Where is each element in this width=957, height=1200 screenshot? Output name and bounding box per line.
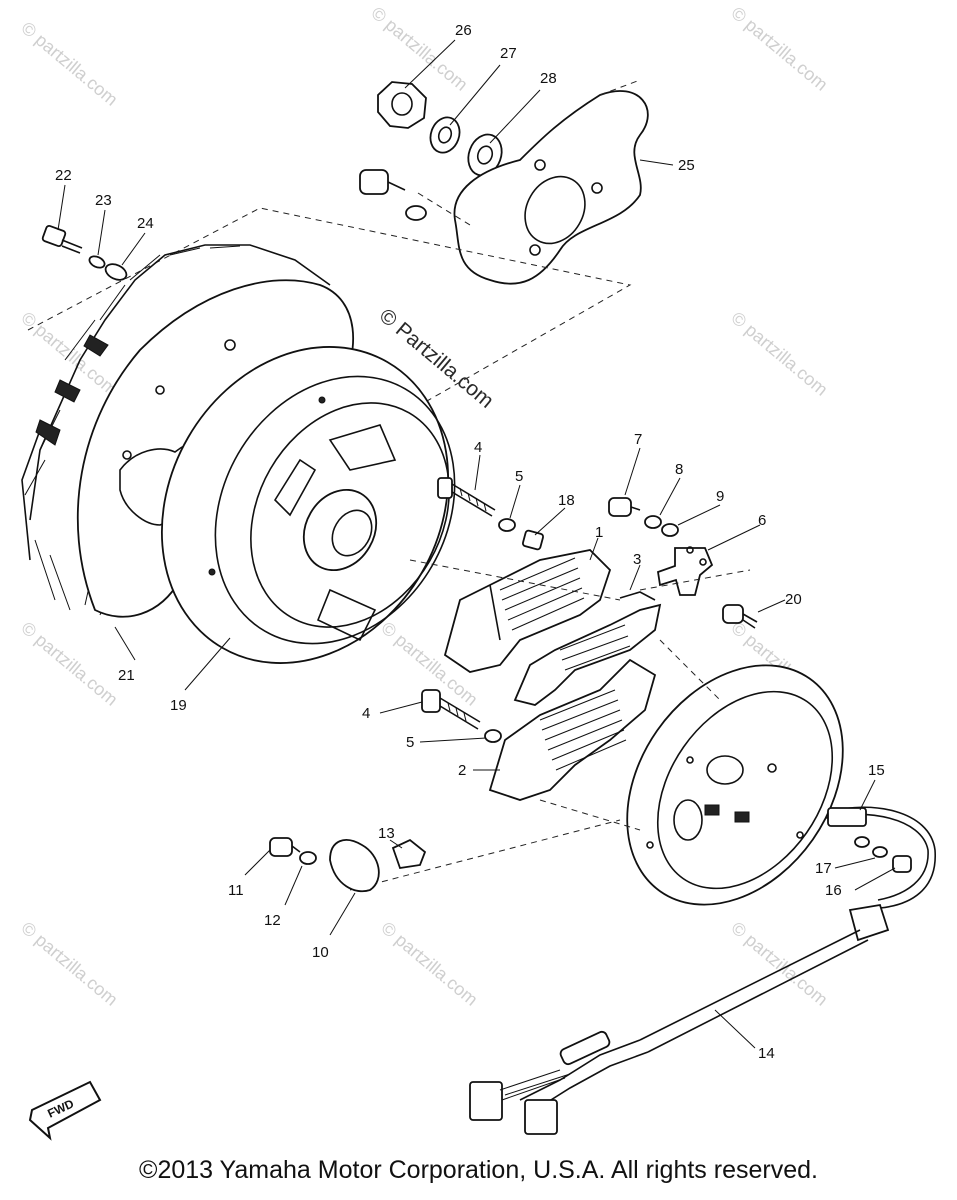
copyright-notice: ©2013 Yamaha Motor Corporation, U.S.A. A… xyxy=(139,1156,818,1184)
callout-number: 26 xyxy=(455,22,472,39)
callout-number: 28 xyxy=(540,70,557,87)
connector-block xyxy=(524,1099,558,1135)
callout-number: 5 xyxy=(515,468,523,485)
callout-number: 15 xyxy=(868,762,885,779)
flywheel-rotor-part xyxy=(161,346,456,664)
leader-lines xyxy=(57,39,896,1049)
callout-number: 22 xyxy=(55,167,72,184)
callout-number: 23 xyxy=(95,192,112,209)
callout-labels: 26 27 28 25 22 23 24 4 5 18 7 8 9 6 1 3 … xyxy=(55,22,885,1062)
top-assembly xyxy=(359,81,649,285)
callout-number: 4 xyxy=(362,705,370,722)
callout-number: 2 xyxy=(458,762,466,779)
callout-number: 5 xyxy=(406,734,414,751)
watermark: © partzilla.com xyxy=(17,618,121,710)
callout-number: 27 xyxy=(500,45,517,62)
callout-number: 14 xyxy=(758,1045,775,1062)
callout-number: 9 xyxy=(716,488,724,505)
callout-number: 1 xyxy=(595,524,603,541)
callout-number: 20 xyxy=(785,591,802,608)
connector-block xyxy=(469,1081,503,1121)
wiring-harness-part xyxy=(469,806,936,1135)
watermark: © partzilla.com xyxy=(727,3,831,95)
watermark: © partzilla.com xyxy=(727,918,831,1010)
callout-number: 25 xyxy=(678,157,695,174)
bracket-parts xyxy=(608,497,714,596)
condenser-parts xyxy=(269,837,427,893)
screw-20-part xyxy=(722,604,758,629)
watermark: © partzilla.com xyxy=(727,308,831,400)
fwd-arrow-icon: FWD xyxy=(28,1080,102,1141)
nut-part xyxy=(377,81,427,129)
coil-assembly xyxy=(443,549,662,801)
callout-number: 24 xyxy=(137,215,154,232)
watermark: © partzilla.com xyxy=(377,918,481,1010)
callout-number: 11 xyxy=(228,882,244,899)
callout-number: 6 xyxy=(758,512,766,529)
callout-number: 19 xyxy=(170,697,187,714)
screw-set-lower xyxy=(421,689,502,743)
small-washer-part xyxy=(405,205,427,221)
callout-number: 8 xyxy=(675,461,683,478)
left-small-parts xyxy=(41,225,128,281)
watermark: © partzilla.com xyxy=(367,3,471,95)
magneto-parts-diagram: © partzilla.com © partzilla.com © partzi… xyxy=(17,3,936,1141)
watermark: © partzilla.com xyxy=(17,918,121,1010)
callout-number: 21 xyxy=(118,667,135,684)
screw-set-upper xyxy=(437,477,544,551)
callout-number: 3 xyxy=(633,551,641,568)
callout-number: 4 xyxy=(474,439,482,456)
screw-head-part xyxy=(359,169,389,195)
lock-washer-part xyxy=(429,116,461,154)
callout-number: 18 xyxy=(558,492,575,509)
callout-number: 10 xyxy=(312,944,329,961)
callout-number: 17 xyxy=(815,860,832,877)
base-plate-part xyxy=(453,90,649,285)
washer-part xyxy=(467,133,503,177)
callout-number: 13 xyxy=(378,825,395,842)
watermark: © partzilla.com xyxy=(17,18,121,110)
callout-number: 7 xyxy=(634,431,642,448)
callout-number: 16 xyxy=(825,882,842,899)
callout-number: 12 xyxy=(264,912,281,929)
stator-base-plate-part xyxy=(626,664,844,906)
